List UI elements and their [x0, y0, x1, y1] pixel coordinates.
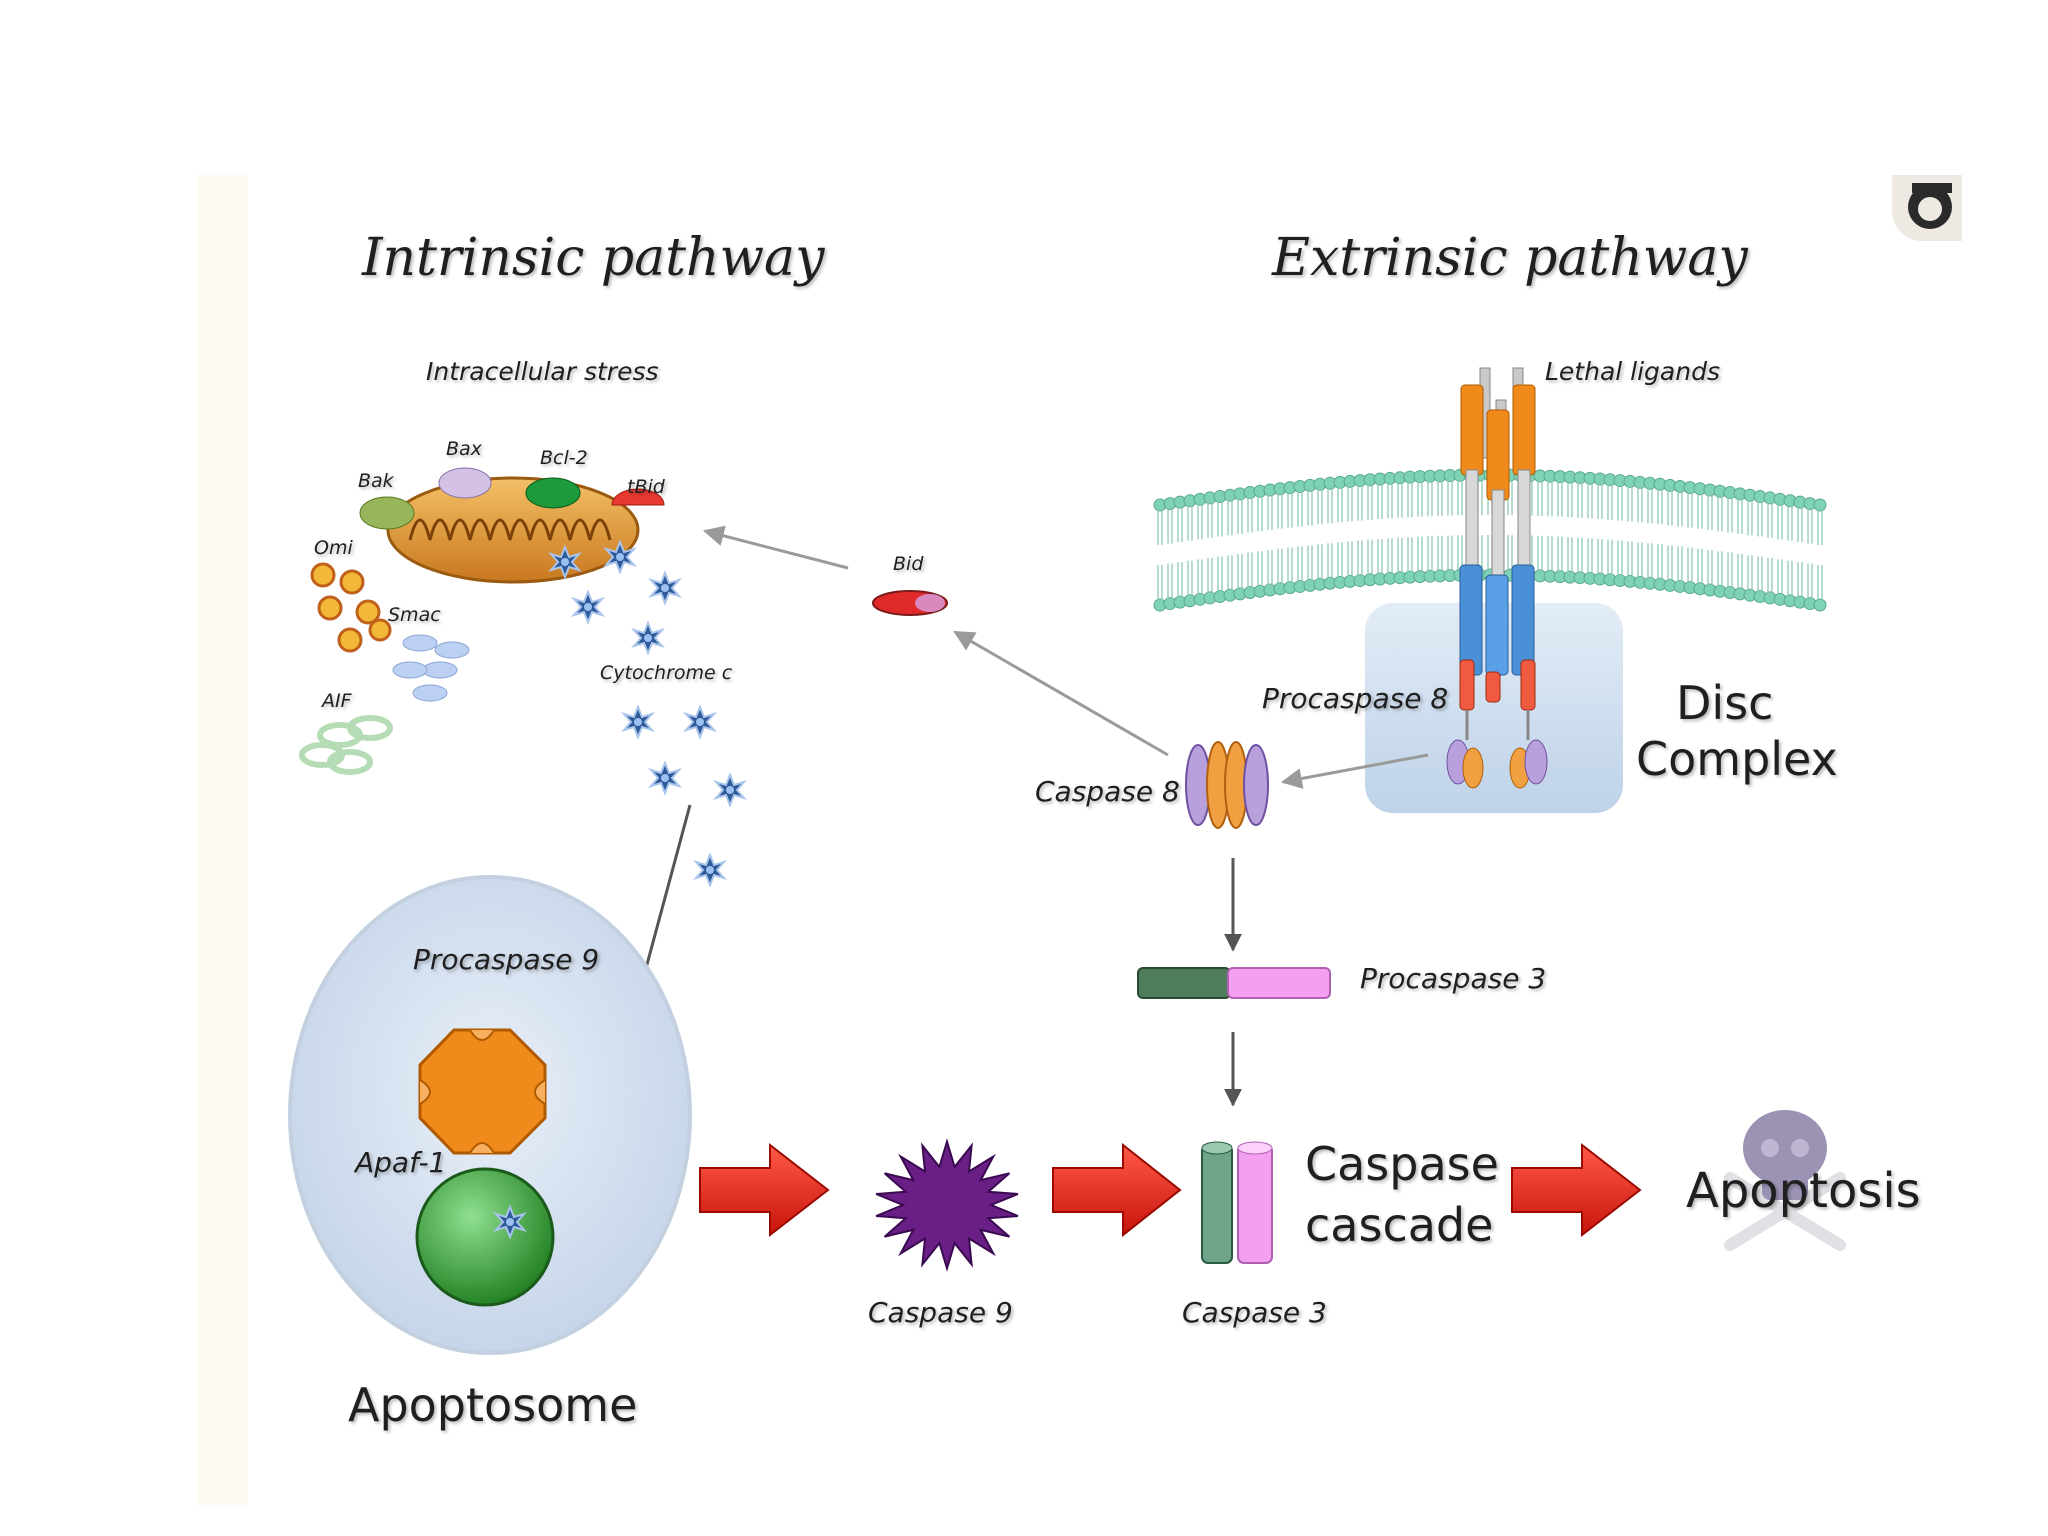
arrow-bid-to-tbid	[702, 525, 849, 570]
disc-label: Disc	[1676, 676, 1774, 730]
omi-proteins	[310, 562, 392, 653]
procaspase-8-label: Procaspase 8	[1262, 682, 1449, 715]
smac-proteins	[392, 634, 470, 702]
omi-label: Omi	[314, 537, 353, 559]
procaspase-9-shape	[418, 1028, 547, 1155]
aif-proteins	[299, 715, 393, 775]
complex-label: Complex	[1636, 732, 1838, 786]
red-arrow-3	[1511, 1142, 1642, 1238]
bak-label: Bak	[358, 470, 394, 492]
corner-logo	[1892, 175, 1962, 241]
slide-edge-strip	[198, 175, 248, 1505]
apoptosis-label: Apoptosis	[1686, 1163, 1921, 1219]
arrow-disc-to-caspase8	[1280, 753, 1429, 789]
procaspase-9-label: Procaspase 9	[413, 943, 600, 976]
apoptosome-label: Apoptosome	[348, 1378, 638, 1432]
smac-label: Smac	[388, 604, 441, 626]
extrinsic-pathway-title: Extrinsic pathway	[1272, 228, 1748, 288]
intracellular-stress-label: Intracellular stress	[426, 357, 659, 386]
caspase-3-label: Caspase 3	[1182, 1296, 1327, 1329]
bax-label: Bax	[446, 438, 482, 460]
red-arrow-2	[1052, 1142, 1182, 1238]
arrow-caspase8-to-bid	[953, 630, 1169, 757]
intrinsic-pathway-title: Intrinsic pathway	[362, 228, 825, 288]
cell-membrane	[1153, 468, 1827, 612]
red-arrow-1	[699, 1142, 830, 1238]
lethal-ligands-label: Lethal ligands	[1545, 357, 1720, 386]
procaspase-3-label: Procaspase 3	[1360, 962, 1547, 995]
skull-crossbones-icon	[1724, 1110, 1846, 1251]
bid-label: Bid	[893, 553, 924, 575]
caspase-cascade-line2: cascade	[1305, 1198, 1494, 1252]
apaf-1-label: Apaf-1	[355, 1146, 447, 1179]
cytochrome-c-molecules	[550, 541, 745, 886]
caspase-3-shape	[1201, 1141, 1273, 1264]
procaspase-3	[1137, 967, 1331, 999]
caspase-9-shape	[875, 1138, 1019, 1272]
cytochrome-c-label: Cytochrome c	[600, 662, 733, 684]
caspase-8-label: Caspase 8	[1035, 775, 1180, 808]
aif-label: AIF	[322, 690, 352, 712]
death-receptor	[1446, 367, 1548, 789]
caspase-8	[1185, 741, 1269, 829]
tbid-label: tBid	[627, 476, 665, 498]
disc-complex-box	[1365, 603, 1623, 813]
caspase-9-label: Caspase 9	[868, 1296, 1013, 1329]
caspase-cascade-line1: Caspase	[1305, 1137, 1499, 1191]
bcl2-label: Bcl-2	[540, 447, 588, 469]
apaf-1-shape	[415, 1167, 555, 1307]
